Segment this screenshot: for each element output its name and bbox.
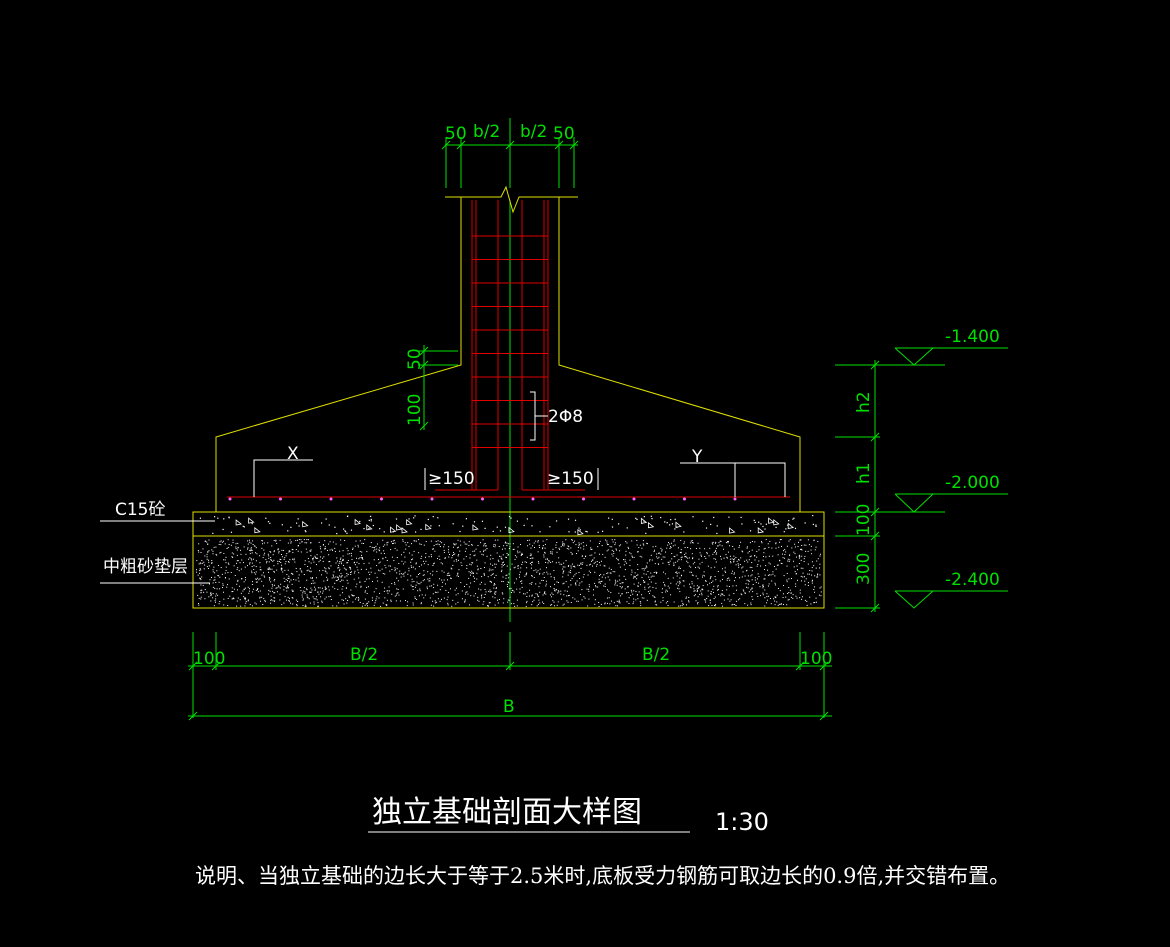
footing-outline: [192, 185, 825, 609]
dim-side-50: 50: [405, 348, 425, 370]
sand-cushion-hatch: [196, 539, 822, 607]
dim-bottom-left-100: 100: [193, 649, 225, 669]
bottom-rebar: [227, 496, 790, 501]
c15-concrete-hatch: [199, 515, 817, 536]
dim-bottom-left-B2: B/2: [350, 645, 378, 665]
rebar-label: 2Φ8: [530, 391, 583, 441]
elevation-markers: -1.400 -2.000 -2.400: [875, 327, 1008, 609]
dim-top-left-b2: b/2: [473, 122, 500, 142]
dim-right-100: 100: [854, 504, 874, 536]
bottom-dimension: 100 B/2 B/2 100 B: [188, 632, 832, 721]
elevation-bottom: -2.400: [945, 570, 1000, 590]
bar-label-2phi8: 2Φ8: [548, 407, 583, 427]
drawing-note: 说明、当独立基础的边长大于等于2.5米时,底板受力钢筋可取边长的0.9倍,并交错…: [195, 864, 1010, 888]
dim-side-100: 100: [405, 394, 425, 426]
min-lap-labels: ≥150 ≥150: [424, 468, 599, 490]
dim-top-left-50: 50: [445, 124, 467, 144]
dim-h2: h2: [854, 391, 874, 413]
dim-top-right-b2: b/2: [520, 122, 547, 142]
label-sand-cushion: 中粗砂垫层: [103, 557, 188, 577]
label-y: Y: [691, 447, 703, 467]
side-dimension: 50 100: [405, 345, 458, 431]
min-150-left: ≥150: [428, 469, 475, 489]
label-c15: C15砼: [115, 500, 166, 520]
title-block: 独立基础剖面大样图 1:30 说明、当独立基础的边长大于等于2.5米时,底板受力…: [195, 795, 1010, 888]
column-rebar: [435, 200, 585, 491]
dim-h1: h1: [854, 462, 874, 484]
dim-top-right-50: 50: [553, 124, 575, 144]
dim-bottom-right-B2: B/2: [642, 645, 670, 665]
drawing-title: 独立基础剖面大样图: [372, 795, 642, 830]
layer-labels: C15砼 中粗砂垫层: [100, 500, 215, 584]
label-x: X: [287, 444, 299, 464]
drawing-scale: 1:30: [715, 808, 769, 836]
dim-total-B: B: [503, 697, 515, 717]
right-dimension: h2 h1 100 300: [835, 360, 880, 613]
min-150-right: ≥150: [547, 469, 594, 489]
dim-bottom-right-100: 100: [800, 649, 832, 669]
elevation-top: -1.400: [945, 327, 1000, 347]
elevation-mid: -2.000: [945, 473, 1000, 493]
dim-right-300: 300: [854, 553, 874, 585]
top-dimension: 50 b/2 b/2 50: [441, 118, 579, 188]
xy-labels: X Y: [253, 444, 786, 497]
